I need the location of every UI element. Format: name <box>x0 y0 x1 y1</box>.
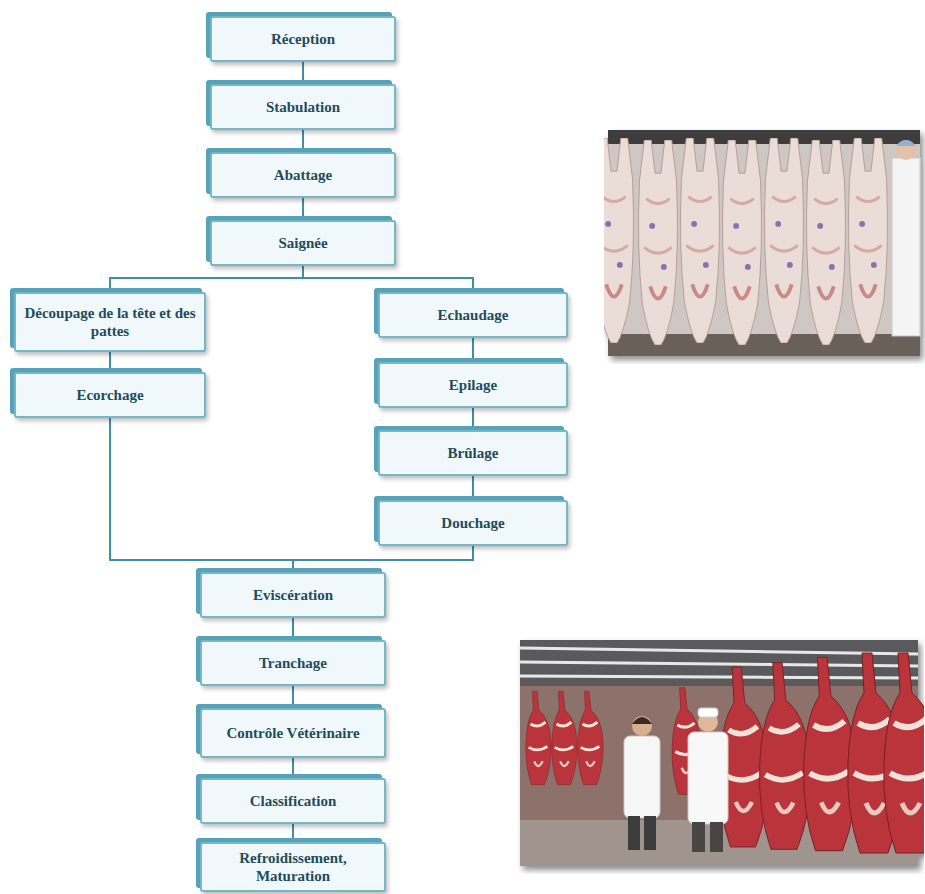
step-label: Refroidissement, Maturation <box>210 849 376 885</box>
flow-connector <box>292 758 294 778</box>
flow-connector <box>110 418 293 572</box>
flow-connector <box>109 352 111 372</box>
inspector-left <box>624 716 660 850</box>
step-label: Saignée <box>278 234 327 252</box>
text-stack: Echaudage <box>438 306 509 324</box>
flow-connector <box>472 408 474 430</box>
text-stack: Epilage <box>449 376 497 394</box>
flow-connector <box>302 130 304 152</box>
hanging-rail <box>608 130 920 144</box>
step-label: Contrôle Vétérinaire <box>226 724 359 742</box>
step-label: Tranchage <box>259 654 327 672</box>
flow-connector <box>302 198 304 220</box>
step-label: Réception <box>271 30 335 48</box>
step-label: Abattage <box>274 166 332 184</box>
process-box: Contrôle Vétérinaire <box>200 708 386 758</box>
step-label: Brûlage <box>448 444 499 462</box>
text-stack: Eviscération <box>253 586 333 604</box>
flow-connector <box>472 476 474 500</box>
background-carcasses <box>526 688 701 795</box>
process-box: Epilage <box>378 362 568 408</box>
photo-frame <box>520 640 924 866</box>
text-stack: Abattage <box>274 166 332 184</box>
process-box: Brûlage <box>378 430 568 476</box>
lamb-carcass-photo <box>604 126 925 364</box>
process-box: Ecorchage <box>14 372 206 418</box>
step-label: Eviscération <box>253 586 333 604</box>
step-label: Découpage de la tête et des pattes <box>24 304 196 340</box>
photo-background <box>608 130 920 356</box>
text-stack: Ecorchage <box>76 386 143 404</box>
flow-connector <box>472 338 474 362</box>
photo-frame <box>604 130 920 356</box>
text-stack: Brûlage <box>448 444 499 462</box>
inspector-right <box>688 708 728 852</box>
step-label: Echaudage <box>438 306 509 324</box>
lamb-carcasses <box>604 138 888 345</box>
process-box: Découpage de la tête et des pattes <box>14 292 206 352</box>
flow-connector <box>293 546 473 572</box>
step-label: Epilage <box>449 376 497 394</box>
flow-connector <box>303 266 473 292</box>
text-stack: Refroidissement, Maturation <box>210 849 376 885</box>
process-box: Refroidissement, Maturation <box>200 842 386 892</box>
step-label: Ecorchage <box>76 386 143 404</box>
flow-connector <box>302 62 304 84</box>
text-stack: Contrôle Vétérinaire <box>226 724 359 742</box>
step-label: Stabulation <box>266 98 340 116</box>
process-box: Réception <box>210 16 396 62</box>
step-label: Douchage <box>441 514 504 532</box>
process-box: Abattage <box>210 152 396 198</box>
process-box: Classification <box>200 778 386 824</box>
beef-carcass-photo <box>516 636 924 874</box>
flow-connector <box>110 266 303 292</box>
text-stack: Tranchage <box>259 654 327 672</box>
process-box: Douchage <box>378 500 568 546</box>
text-stack: Stabulation <box>266 98 340 116</box>
process-box: Stabulation <box>210 84 396 130</box>
process-box: Tranchage <box>200 640 386 686</box>
step-label: Classification <box>250 792 337 810</box>
beef-carcasses <box>719 653 924 853</box>
text-stack: Douchage <box>441 514 504 532</box>
flow-connector <box>292 824 294 842</box>
text-stack: Saignée <box>278 234 327 252</box>
process-box: Echaudage <box>378 292 568 338</box>
text-stack: Découpage de la tête et des pattes <box>24 304 196 340</box>
flow-connector <box>292 618 294 640</box>
ceiling-lights <box>520 648 918 678</box>
process-box: Eviscération <box>200 572 386 618</box>
flow-connector <box>292 686 294 708</box>
text-stack: Classification <box>250 792 337 810</box>
worker <box>892 140 920 336</box>
text-stack: Réception <box>271 30 335 48</box>
ceiling <box>520 640 918 686</box>
process-box: Saignée <box>210 220 396 266</box>
photo-background <box>520 640 918 866</box>
